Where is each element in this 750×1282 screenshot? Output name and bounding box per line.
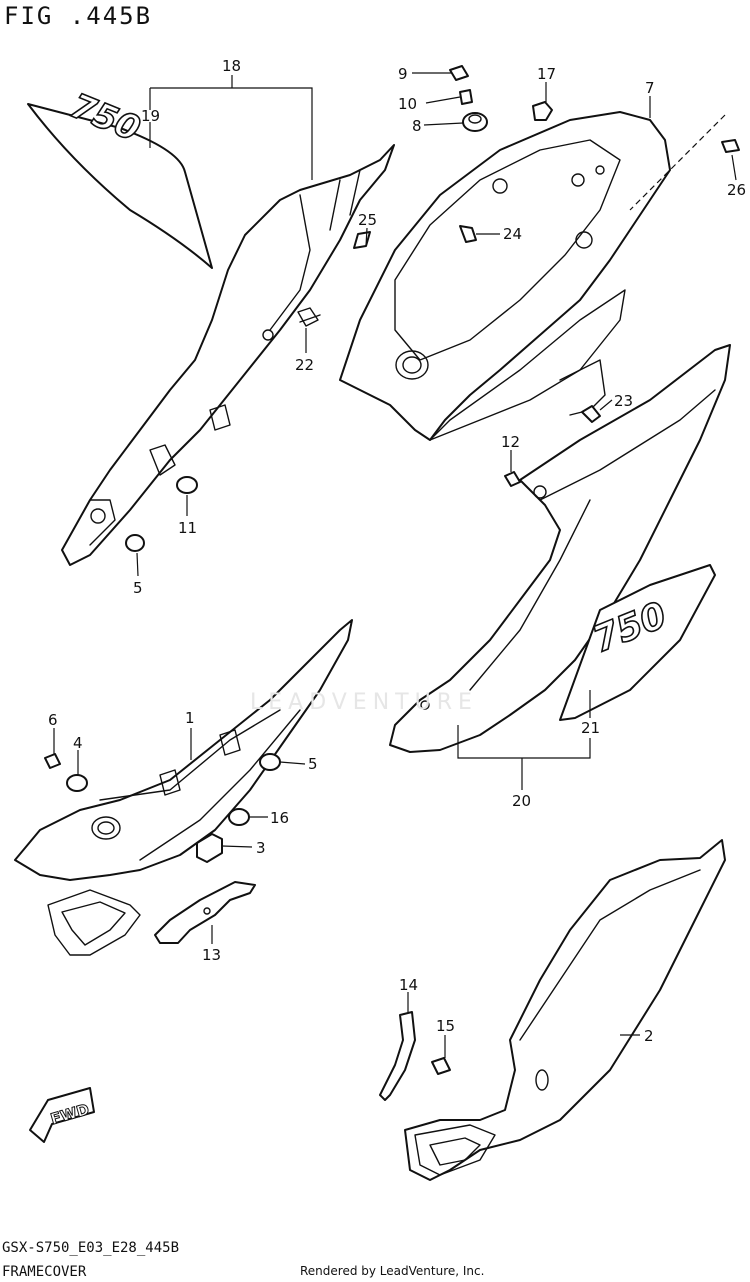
part-24-fastener[interactable]: [459, 225, 477, 243]
callout-10[interactable]: 10: [398, 95, 417, 113]
part-18-left-tail-cover[interactable]: [61, 144, 395, 566]
part-15-fastener[interactable]: [431, 1057, 451, 1075]
watermark-text: LEADVENTURE: [250, 690, 478, 715]
callout-21[interactable]: 21: [581, 719, 600, 737]
part-21-right-decal[interactable]: 750: [559, 564, 716, 721]
callout-23[interactable]: 23: [614, 392, 633, 410]
callout-6[interactable]: 6: [48, 711, 58, 729]
callout-14[interactable]: 14: [399, 976, 418, 994]
part-25-tape[interactable]: [353, 231, 371, 249]
part-11-grommet[interactable]: [176, 476, 198, 494]
part-26-pad[interactable]: [721, 139, 740, 153]
callout-12[interactable]: 12: [501, 433, 520, 451]
rendered-by-credit: Rendered by LeadVenture, Inc.: [300, 1264, 485, 1278]
part-8-grommet[interactable]: [462, 112, 488, 132]
part-19-left-decal[interactable]: 750: [27, 85, 213, 269]
callout-18[interactable]: 18: [222, 57, 241, 75]
leader-lines: [53, 72, 737, 1058]
section-name: FRAMECOVER: [2, 1264, 87, 1280]
figure-title: FIG .445B: [4, 2, 153, 30]
callout-11[interactable]: 11: [178, 519, 197, 537]
callout-17[interactable]: 17: [537, 65, 556, 83]
callout-8[interactable]: 8: [412, 117, 422, 135]
callout-26[interactable]: 26: [727, 181, 746, 199]
diagram-code: GSX-S750_E03_E28_445B: [2, 1240, 180, 1256]
callout-3[interactable]: 3: [256, 839, 266, 857]
part-1-left-frame-cover[interactable]: [14, 619, 353, 956]
part-12-screw[interactable]: [504, 471, 521, 487]
callout-13[interactable]: 13: [202, 946, 221, 964]
callout-2[interactable]: 2: [644, 1027, 654, 1045]
part-10-collar[interactable]: [459, 89, 473, 105]
part-5-grommet-upper[interactable]: [125, 534, 145, 552]
part-2-under-cover[interactable]: [404, 839, 726, 1181]
callout-5-lower[interactable]: 5: [308, 755, 318, 773]
part-20-right-tail-cover[interactable]: [389, 344, 731, 753]
part-17-nut[interactable]: [532, 101, 553, 121]
callout-16[interactable]: 16: [270, 809, 289, 827]
callout-9[interactable]: 9: [398, 65, 408, 83]
callout-25[interactable]: 25: [358, 211, 377, 229]
part-7-tail-cowl[interactable]: [339, 111, 671, 441]
callout-24[interactable]: 24: [503, 225, 522, 243]
part-23-screw[interactable]: [581, 405, 601, 423]
part-3-pad[interactable]: [196, 833, 223, 863]
callout-15[interactable]: 15: [436, 1017, 455, 1035]
part-13-bracket[interactable]: [154, 881, 256, 944]
part-9-screw[interactable]: [449, 65, 469, 81]
callout-22[interactable]: 22: [295, 356, 314, 374]
part-5-grommet-lower[interactable]: [259, 753, 281, 771]
part-4-collar[interactable]: [66, 774, 88, 792]
callout-labels: 18 19 9 10 8 17 7 26 25 24 22 23 12 11 5…: [48, 57, 746, 1045]
part-22-clip[interactable]: [297, 307, 321, 327]
callout-20[interactable]: 20: [512, 792, 531, 810]
part-16-grommet[interactable]: [228, 808, 250, 826]
callout-1[interactable]: 1: [185, 709, 195, 727]
callout-7[interactable]: 7: [645, 79, 655, 97]
right-decal-text: 750: [587, 595, 672, 661]
callout-5-upper[interactable]: 5: [133, 579, 143, 597]
part-6-bolt[interactable]: [44, 753, 61, 769]
callout-19[interactable]: 19: [141, 107, 160, 125]
part-14-strap[interactable]: [379, 1011, 416, 1101]
callout-4[interactable]: 4: [73, 734, 83, 752]
fwd-badge: FWD: [29, 1087, 95, 1143]
